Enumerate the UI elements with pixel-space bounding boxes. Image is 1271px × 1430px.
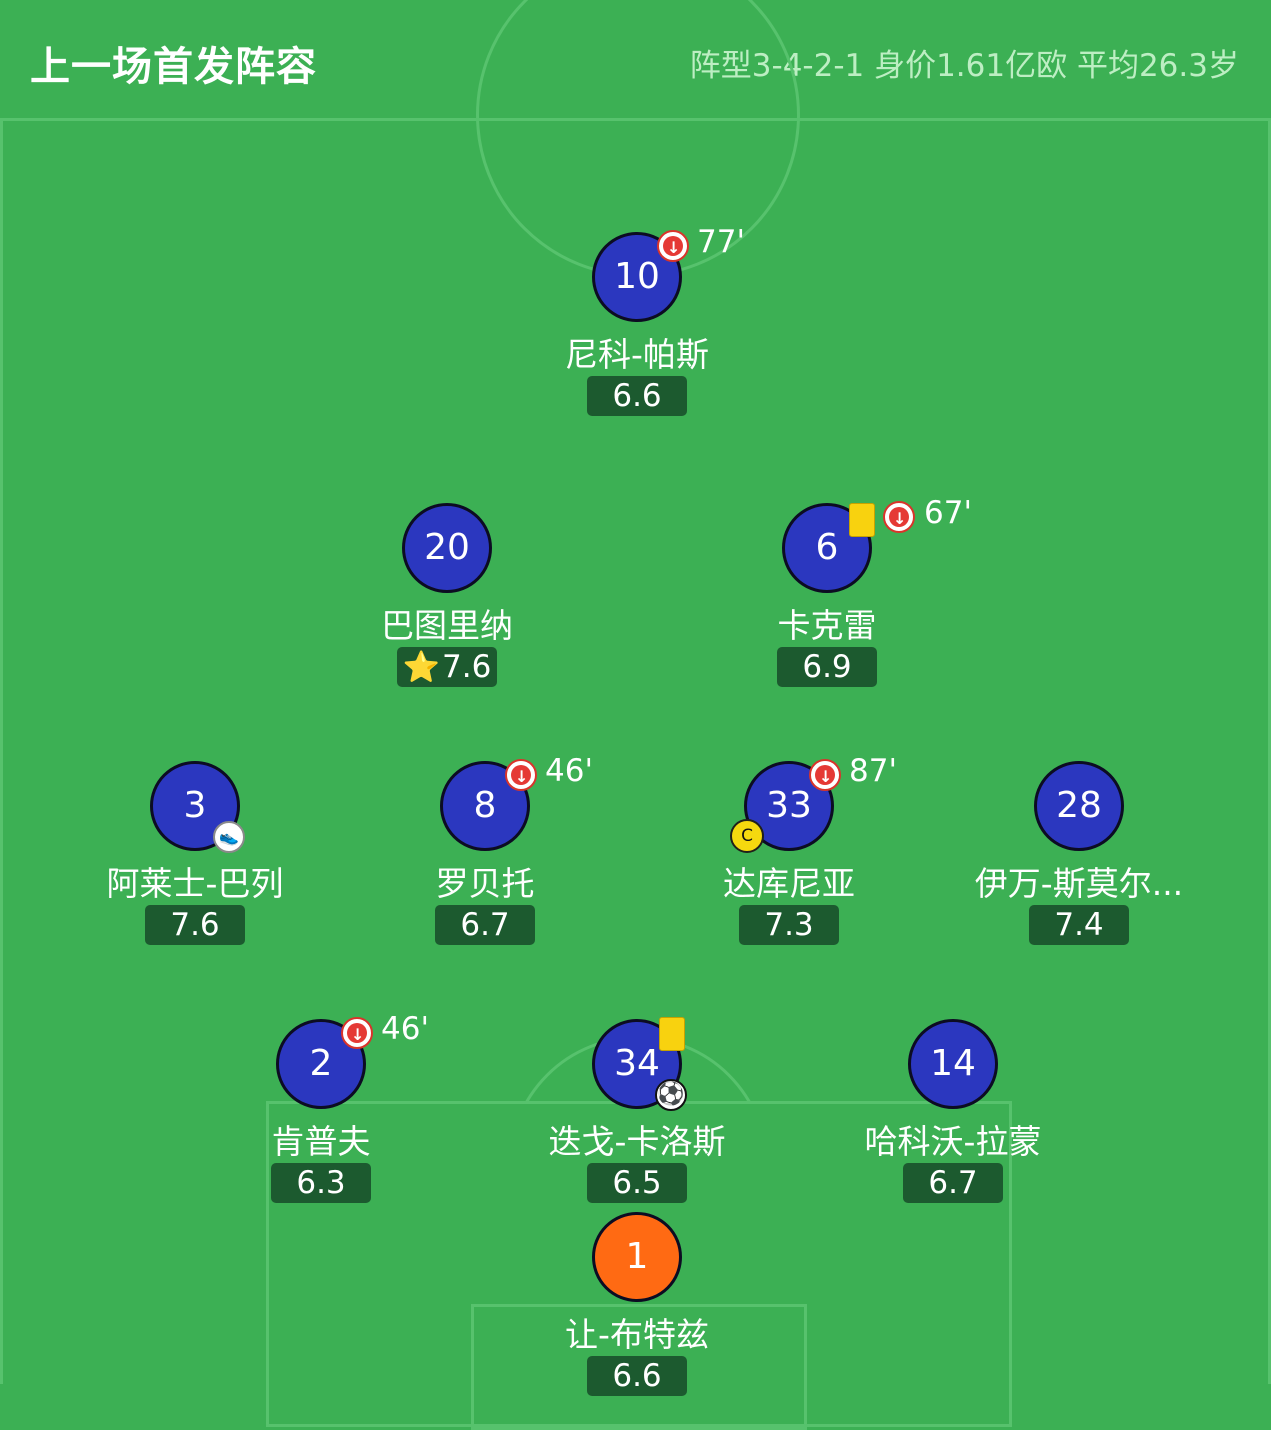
player-card[interactable]: 6 ↓ 67' 卡克雷 6.9 [697, 495, 972, 693]
player-name: 肯普夫 [271, 1122, 371, 1161]
player-number: 28 [1034, 761, 1124, 851]
player-name: 尼科-帕斯 [565, 335, 709, 374]
sub-time: 46' [381, 1011, 429, 1047]
yellow-card-icon [849, 503, 875, 537]
sub-time: 67' [924, 495, 972, 531]
player-card[interactable]: 28 伊万-斯莫尔... 7.4 [949, 761, 1209, 951]
player-rating: 7.3 [739, 905, 839, 945]
player-number: 1 [592, 1212, 682, 1302]
player-number: 10 [592, 232, 682, 322]
player-name: 伊万-斯莫尔... [974, 864, 1184, 903]
player-rating: 6.6 [587, 376, 687, 416]
player-rating: 6.5 [587, 1163, 687, 1203]
sub-off-icon: ↓ [341, 1017, 373, 1049]
player-name: 达库尼亚 [723, 864, 855, 903]
player-rating: 6.9 [777, 647, 877, 687]
player-name: 哈科沃-拉蒙 [864, 1122, 1042, 1161]
player-number: 14 [908, 1019, 998, 1109]
player-name: 卡克雷 [777, 606, 877, 645]
rating-value: 7.6 [442, 649, 492, 685]
player-rating: 6.6 [587, 1356, 687, 1396]
player-rating: 6.7 [903, 1163, 1003, 1203]
player-card[interactable]: 33 C ↓ 87' 达库尼亚 7.3 [659, 753, 919, 951]
player-name: 阿莱士-巴列 [106, 864, 284, 903]
player-card[interactable]: 3 👟 阿莱士-巴列 7.6 [65, 761, 325, 951]
player-rating: 7.4 [1029, 905, 1129, 945]
player-card[interactable]: 10 ↓ 77' 尼科-帕斯 6.6 [507, 224, 767, 422]
soccer-ball-icon: ⚽ [655, 1079, 687, 1111]
player-card[interactable]: 1 让-布特兹 6.6 [507, 1212, 767, 1402]
sub-off-icon: ↓ [883, 501, 915, 533]
player-name: 巴图里纳 [381, 606, 513, 645]
sub-time: 87' [849, 753, 897, 789]
player-card[interactable]: 8 ↓ 46' 罗贝托 6.7 [355, 753, 615, 951]
yellow-card-icon [659, 1017, 685, 1051]
sub-off-icon: ↓ [809, 759, 841, 791]
player-rating: 7.6 [145, 905, 245, 945]
player-card[interactable]: 14 哈科沃-拉蒙 6.7 [823, 1019, 1083, 1209]
star-icon: ⭐ [402, 650, 441, 685]
player-rating: ⭐7.6 [397, 647, 497, 687]
page-title: 上一场首发阵容 [30, 44, 317, 90]
player-name: 罗贝托 [435, 864, 535, 903]
sub-time: 46' [545, 753, 593, 789]
player-rating: 6.3 [271, 1163, 371, 1203]
player-rating: 6.7 [435, 905, 535, 945]
sub-time: 77' [697, 224, 745, 260]
player-number: 20 [402, 503, 492, 593]
player-card[interactable]: 20 巴图里纳 ⭐7.6 [317, 503, 577, 693]
player-name: 让-布特兹 [565, 1315, 709, 1354]
player-name: 迭戈-卡洛斯 [548, 1122, 726, 1161]
sub-off-icon: ↓ [505, 759, 537, 791]
player-card[interactable]: 2 ↓ 46' 肯普夫 6.3 [191, 1011, 451, 1209]
sub-off-icon: ↓ [657, 230, 689, 262]
captain-icon: C [730, 819, 764, 853]
player-card[interactable]: 34 ⚽ 迭戈-卡洛斯 6.5 [507, 1017, 767, 1209]
boot-icon: 👟 [213, 821, 245, 853]
